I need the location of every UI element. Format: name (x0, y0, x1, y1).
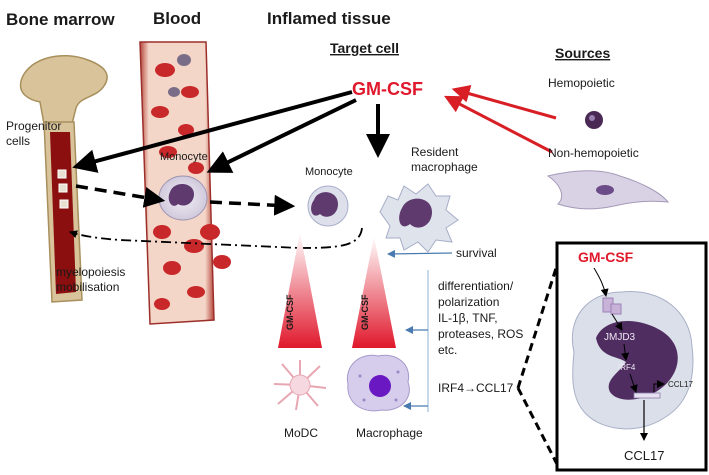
inset-label-ccl17-small: CCL17 (668, 380, 693, 389)
effects-line5: etc. (438, 343, 457, 357)
label-macrophage: Macrophage (356, 426, 423, 440)
label-survival: survival (456, 246, 497, 260)
label-gm-csf-main: GM-CSF (352, 79, 423, 99)
inset-label-irf4: IRF4 (618, 363, 636, 372)
inset-connector-top (516, 261, 560, 389)
label-resident-line1: Resident (411, 145, 459, 159)
label-monocyte-tissue: Monocyte (305, 166, 353, 178)
label-myelopoiesis: myelopoiesis (56, 265, 125, 279)
effects-irf4-ccl17: IRF4→CCL17 (438, 381, 514, 395)
tissue-monocyte-cell (307, 185, 349, 227)
arrow-feedback-loop (69, 227, 363, 249)
arrow-survival (387, 249, 453, 258)
arrow-blood-to-tissue (209, 194, 296, 216)
macrophage-cell (346, 354, 410, 412)
inset-connector-bottom (516, 387, 560, 467)
gm-csf-gradient-wedge-macrophage (352, 236, 396, 348)
label-progenitor-line1: Progenitor (6, 119, 61, 133)
arrow-hemopoietic-source (451, 84, 557, 120)
blood-monocyte-cell (158, 175, 208, 221)
arrow-gmcsf-to-blood-monocyte (206, 98, 357, 173)
label-modc: MoDC (284, 426, 318, 440)
inset-arrow-transcription (653, 380, 665, 392)
inset-arrow-irf4 (621, 343, 630, 361)
wedge-label-macrophage: GM-CSF (360, 294, 370, 330)
arrow-gmcsf-to-progenitor (72, 90, 353, 173)
label-hemopoietic: Hemopoietic (548, 76, 615, 90)
gm-csf-gradient-wedge-modc (278, 232, 322, 348)
resident-macrophage-cell (379, 183, 459, 253)
header-blood: Blood (153, 9, 201, 28)
label-progenitor-line2: cells (6, 134, 30, 148)
modc-body (289, 374, 311, 396)
inset-label-ccl17: CCL17 (624, 448, 664, 463)
label-non-hemopoietic: Non-hemopoietic (548, 146, 639, 160)
inset-panel (555, 241, 708, 472)
wedge-label-modc: GM-CSF (285, 294, 295, 330)
effects-line2: polarization (438, 295, 499, 309)
effects-line3: IL-1β, TNF, (438, 311, 498, 325)
header-sources: Sources (555, 45, 610, 61)
label-resident-line2: macrophage (411, 160, 478, 174)
header-inflamed-tissue: Inflamed tissue (267, 9, 391, 28)
inset-label-gm-csf-text: GM-CSF (578, 249, 634, 265)
header-bone-marrow: Bone marrow (6, 10, 115, 29)
header-target-cell: Target cell (330, 40, 399, 56)
arrow-progenitor-to-blood (75, 184, 166, 208)
arrow-non-hemopoietic-source (444, 95, 553, 154)
inset-arrow-jmjd3 (611, 313, 623, 331)
hemopoietic-cell (585, 111, 603, 129)
label-mobilisation: mobilisation (56, 280, 119, 294)
inset-label-jmjd3: JMJD3 (604, 332, 636, 343)
effects-line1: differentiation/ (438, 279, 514, 293)
inset-arrow-gene (629, 373, 638, 393)
effects-line4: proteases, ROS (438, 327, 523, 341)
inset-arrow-receptor (593, 267, 609, 297)
non-hemopoietic-fibroblast-cell (546, 170, 670, 210)
label-monocyte-blood: Monocyte (160, 151, 208, 163)
